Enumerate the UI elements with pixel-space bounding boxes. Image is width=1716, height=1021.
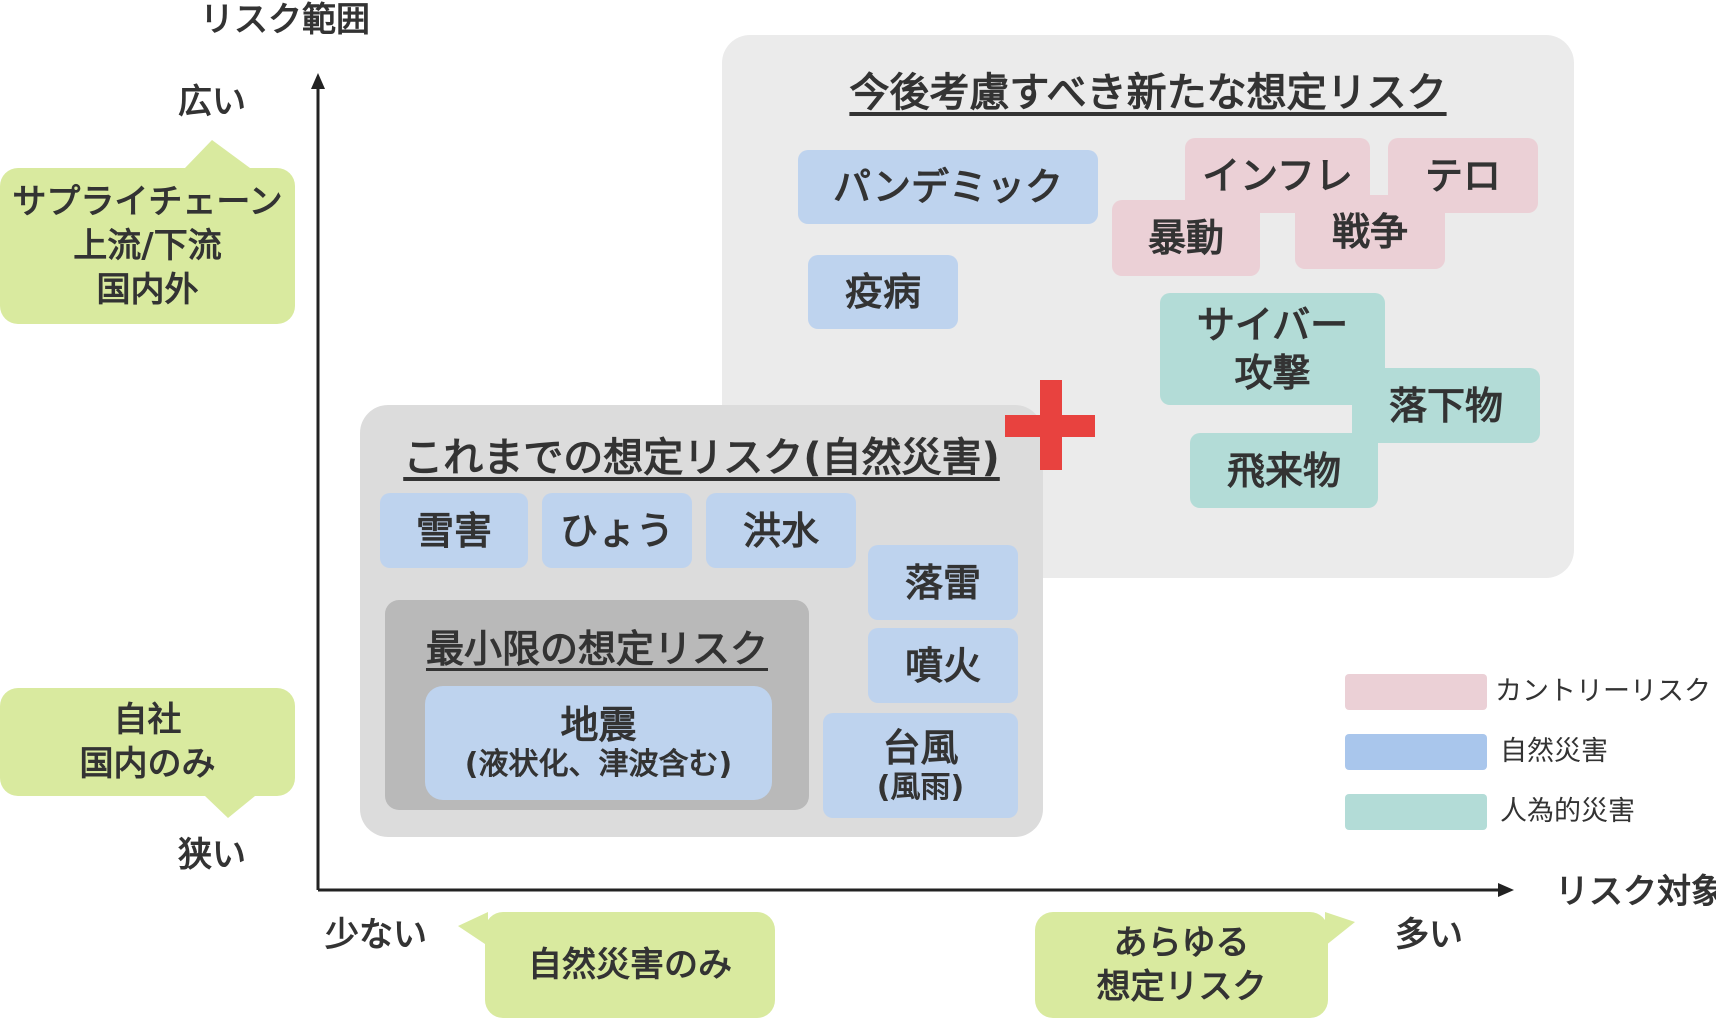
legend-natural-disaster-label: 自然災害 bbox=[1500, 736, 1608, 767]
pandemic-box: パンデミック bbox=[798, 150, 1098, 224]
cyber-attack-box: サイバー 攻撃 bbox=[1160, 293, 1385, 405]
legend-country-risk-label: カントリーリスク bbox=[1495, 676, 1711, 707]
supply-chain-callout-pointer bbox=[185, 140, 250, 168]
natural-only-callout-pointer bbox=[458, 912, 488, 946]
all-risks-callout: あらゆる 想定リスク bbox=[1035, 912, 1328, 1018]
pandemic-label: パンデミック bbox=[833, 165, 1063, 209]
snow-damage-box: 雪害 bbox=[380, 493, 528, 568]
x-axis-arrowhead bbox=[1498, 883, 1514, 897]
disease-label: 疫病 bbox=[844, 270, 921, 314]
supply-chain-line-3: 国内外 bbox=[96, 270, 199, 310]
inflation-label: インフレ bbox=[1202, 153, 1353, 198]
riot-label: 暴動 bbox=[1147, 216, 1224, 260]
own-company-callout: 自社 国内のみ bbox=[0, 688, 295, 796]
all-risks-line-2: 想定リスク bbox=[1096, 967, 1267, 1007]
legend-natural-disaster-swatch bbox=[1345, 734, 1487, 770]
y-axis-title: リスク範囲 bbox=[200, 0, 370, 40]
supply-chain-line-1: サプライチェーン bbox=[12, 182, 283, 222]
x-axis-low-label: 少ない bbox=[325, 915, 427, 955]
legend-man-made-disaster-label: 人為的災害 bbox=[1500, 796, 1635, 827]
flood-box: 洪水 bbox=[706, 493, 856, 568]
supply-chain-line-2: 上流/下流 bbox=[73, 226, 222, 266]
falling-objects-label: 落下物 bbox=[1388, 383, 1503, 428]
plus-icon bbox=[1040, 380, 1062, 470]
own-company-line-2: 国内のみ bbox=[79, 744, 216, 784]
x-axis-high-label: 多い bbox=[1395, 915, 1463, 955]
hail-box: ひょう bbox=[542, 493, 692, 568]
y-axis-low-label: 狭い bbox=[178, 835, 246, 875]
disease-box: 疫病 bbox=[808, 255, 958, 329]
y-axis-arrowhead bbox=[311, 73, 325, 89]
future-risks-title: 今後考慮すべき新たな想定リスク bbox=[849, 70, 1447, 116]
flood-label: 洪水 bbox=[742, 508, 819, 553]
own-company-line-1: 自社 bbox=[113, 700, 182, 740]
riot-box: 暴動 bbox=[1112, 200, 1260, 276]
own-company-callout-pointer bbox=[205, 796, 255, 818]
lightning-box: 落雷 bbox=[868, 545, 1018, 620]
legend-country-risk-swatch bbox=[1345, 674, 1487, 710]
war-box: 戦争 bbox=[1295, 195, 1445, 269]
typhoon-label: 台風 bbox=[882, 725, 959, 770]
x-axis-title: リスク対象 bbox=[1555, 872, 1716, 912]
typhoon-box: 台風 (風雨) bbox=[823, 713, 1018, 818]
flying-objects-label: 飛来物 bbox=[1226, 448, 1341, 493]
natural-only-line-1: 自然災害のみ bbox=[528, 945, 732, 985]
eruption-box: 噴火 bbox=[868, 628, 1018, 703]
natural-only-callout: 自然災害のみ bbox=[485, 912, 775, 1018]
all-risks-callout-pointer bbox=[1325, 912, 1355, 946]
earthquake-label: 地震 bbox=[560, 703, 637, 747]
y-axis-high-label: 広い bbox=[178, 82, 246, 122]
cyber-attack-line-2: 攻撃 bbox=[1234, 351, 1311, 395]
cyber-attack-line-1: サイバー bbox=[1196, 303, 1349, 347]
earthquake-sublabel: (液状化、津波含む) bbox=[464, 747, 733, 782]
eruption-label: 噴火 bbox=[904, 643, 981, 688]
lightning-label: 落雷 bbox=[904, 560, 981, 605]
terror-label: テロ bbox=[1424, 153, 1501, 198]
war-label: 戦争 bbox=[1331, 210, 1408, 254]
hail-label: ひょう bbox=[559, 508, 674, 553]
legend-man-made-disaster-swatch bbox=[1345, 794, 1487, 830]
snow-damage-label: 雪害 bbox=[415, 508, 492, 553]
minimum-risks-title: 最小限の想定リスク bbox=[425, 627, 768, 671]
all-risks-line-1: あらゆる bbox=[1113, 923, 1250, 963]
flying-objects-box: 飛来物 bbox=[1190, 433, 1378, 508]
supply-chain-callout: サプライチェーン 上流/下流 国内外 bbox=[0, 168, 295, 324]
typhoon-sublabel: (風雨) bbox=[876, 769, 965, 805]
previous-risks-title: これまでの想定リスク(自然災害) bbox=[403, 435, 1000, 481]
falling-objects-box: 落下物 bbox=[1352, 368, 1540, 443]
earthquake-box: 地震 (液状化、津波含む) bbox=[425, 686, 772, 800]
